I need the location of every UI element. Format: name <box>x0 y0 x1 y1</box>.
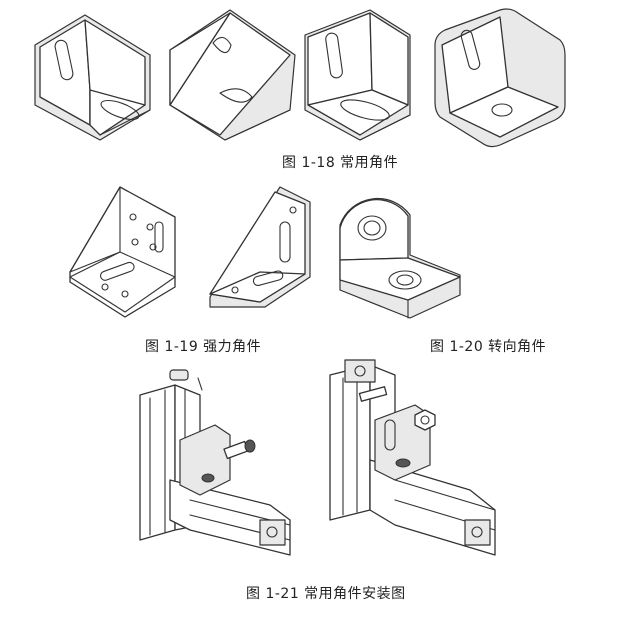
hex-nut <box>414 409 436 431</box>
installation-drawing-2 <box>329 359 496 556</box>
figure-1-21 <box>130 359 500 560</box>
caption-figure-1-19: 图 1-19 强力角件 <box>145 339 262 355</box>
figure-1-20 <box>330 180 475 322</box>
corner-bracket-4 <box>434 8 566 148</box>
caption-figure-1-18: 图 1-18 常用角件 <box>282 155 399 171</box>
corner-bracket-3 <box>304 9 411 141</box>
figure-1-19 <box>65 182 330 322</box>
corner-bracket-1 <box>34 14 151 141</box>
reinforced-bracket-1 <box>69 186 176 318</box>
figure-1-18 <box>30 5 615 150</box>
screw <box>223 439 256 460</box>
swivel-corner-bracket <box>339 197 461 319</box>
corner-bracket-2 <box>169 9 296 141</box>
caption-figure-1-20: 图 1-20 转向角件 <box>430 339 547 355</box>
caption-figure-1-21: 图 1-21 常用角件安装图 <box>246 586 406 602</box>
installation-drawing-1 <box>139 369 291 556</box>
reinforced-bracket-2 <box>209 186 311 308</box>
